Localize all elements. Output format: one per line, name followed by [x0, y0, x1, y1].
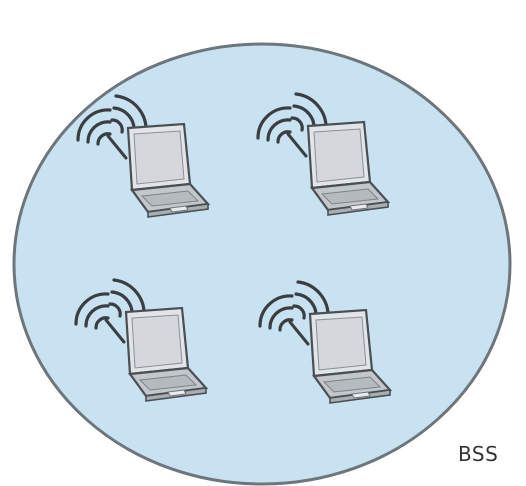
bss-coverage-area — [14, 44, 510, 484]
bss-label: BSS — [458, 444, 498, 464]
